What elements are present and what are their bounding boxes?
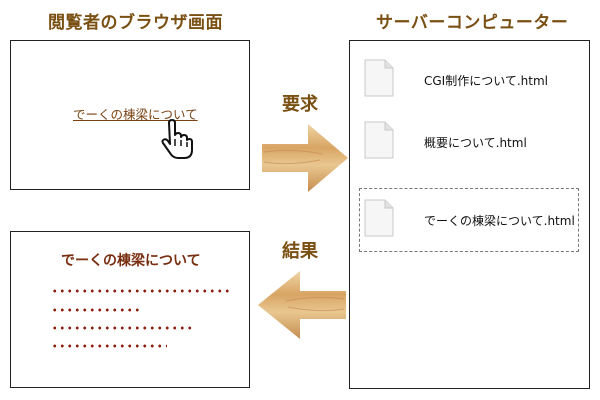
file-item[interactable]: でーくの棟梁について.html <box>364 199 575 243</box>
text-placeholder-line <box>51 289 231 293</box>
browser-window-result: でーくの棟梁について <box>10 231 250 388</box>
result-arrow <box>258 271 346 339</box>
page-title: でーくの棟梁について <box>61 253 201 269</box>
text-placeholder-line <box>51 308 141 312</box>
browser-screen-heading: 閲覧者のブラウザ画面 <box>48 13 223 33</box>
text-placeholder-line <box>51 326 193 330</box>
document-icon <box>364 121 394 159</box>
file-item[interactable]: CGI制作について.html <box>364 59 574 103</box>
request-label: 要求 <box>282 94 318 115</box>
text-placeholder-line <box>51 344 167 348</box>
browser-window-request: でーくの棟梁について <box>10 40 250 190</box>
file-name: CGI制作について.html <box>424 74 549 88</box>
server-computer-heading: サーバーコンピューター <box>376 13 569 33</box>
selected-file-highlight <box>359 188 579 252</box>
server-computer: CGI制作について.html 概要について.html でーくの棟梁について.ht… <box>349 40 590 389</box>
file-name: 概要について.html <box>424 136 527 150</box>
request-arrow <box>262 124 348 192</box>
hand-pointer-icon <box>161 119 193 159</box>
file-name: でーくの棟梁について.html <box>424 214 575 228</box>
document-icon <box>364 199 394 237</box>
result-label: 結果 <box>282 241 318 262</box>
file-item[interactable]: 概要について.html <box>364 121 574 165</box>
page-link[interactable]: でーくの棟梁について <box>73 107 198 122</box>
document-icon <box>364 59 394 97</box>
